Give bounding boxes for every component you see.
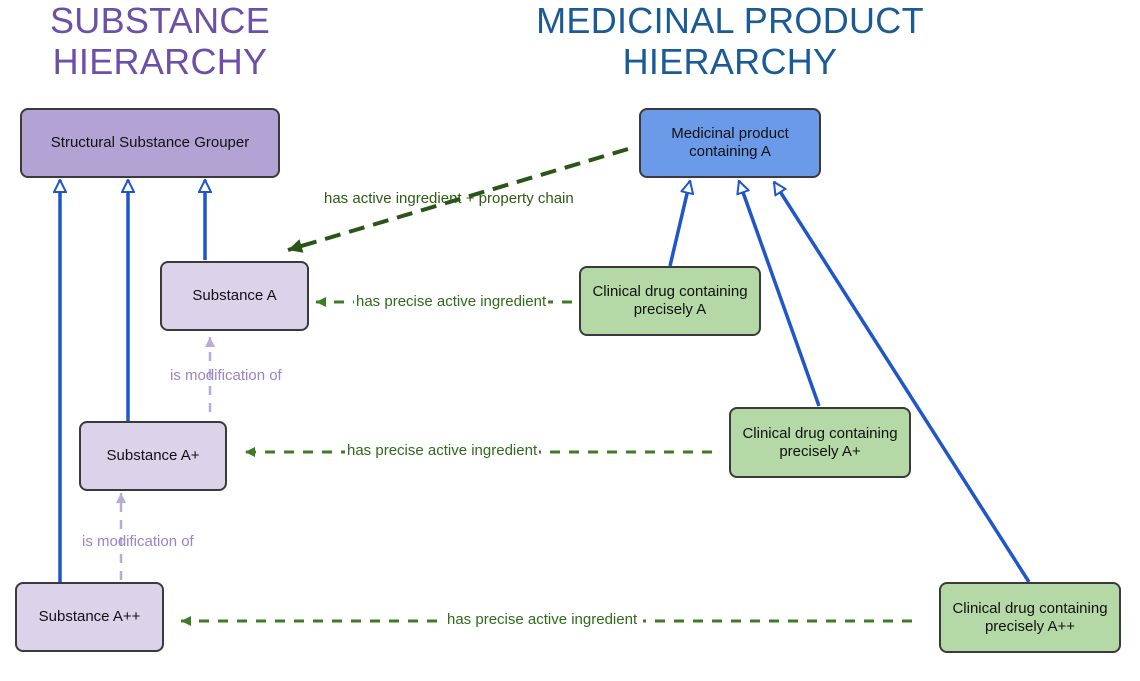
clinical-drug-a-node[interactable]: Clinical drug containing precisely A	[579, 266, 761, 336]
medicinal-product-containing-a-node[interactable]: Medicinal product containing A	[639, 108, 821, 178]
precise-ingredient-label-a-plus: has precise active ingredient	[345, 442, 540, 460]
substance-hierarchy-title: SUBSTANCE HIERARCHY	[49, 0, 271, 82]
precise-ingredient-label-a-plusplus: has precise active ingredient	[441, 611, 644, 629]
modification-label-a-plus: is modification of	[170, 367, 282, 384]
is-a-edge-clinical-a-plusplus	[772, 182, 1031, 583]
modification-label-a-plusplus: is modification of	[82, 533, 194, 550]
is-a-edge-clinical-a-plus	[739, 181, 821, 407]
substance-a-plusplus-node[interactable]: Substance A++	[15, 582, 164, 652]
property-chain-edge	[287, 147, 629, 253]
substance-a-plus-node[interactable]: Substance A+	[79, 421, 227, 491]
precise-ingredient-label-a: has precise active ingredient	[354, 293, 549, 311]
structural-substance-grouper-node[interactable]: Structural Substance Grouper	[20, 108, 280, 178]
clinical-drug-a-plusplus-node[interactable]: Clinical drug containing precisely A++	[939, 582, 1121, 653]
property-chain-label: has active ingredient + property chain	[324, 190, 574, 207]
is-a-edge-clinical-a	[668, 181, 690, 267]
substance-a-node[interactable]: Substance A	[160, 261, 309, 331]
medicinal-product-hierarchy-title: MEDICINAL PRODUCT HIERARCHY	[536, 0, 924, 82]
clinical-drug-a-plus-node[interactable]: Clinical drug containing precisely A+	[729, 407, 911, 478]
